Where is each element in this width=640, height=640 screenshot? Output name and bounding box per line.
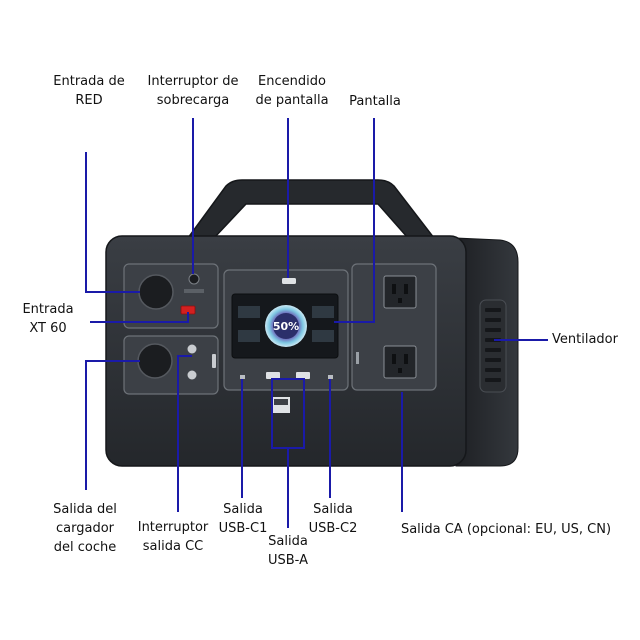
label-entrada-red-line-1: Entrada de: [53, 74, 125, 89]
fan-slot: [485, 328, 501, 332]
fan-slot: [485, 378, 501, 382]
usb-c1-port: [240, 375, 245, 379]
label-ventilador: Ventilador: [552, 330, 638, 349]
label-salida-usb-c1-line-2: USB-C1: [218, 521, 268, 536]
leader-lines: [85, 118, 548, 528]
usb-a-port-1: [266, 372, 280, 379]
screen-power-button: [282, 278, 296, 284]
battery-percent: 50%: [273, 320, 299, 333]
leader-xt60: [90, 312, 189, 323]
label-salida-usb-a-line-1: Salida: [268, 534, 308, 549]
label-entrada-red: Entrada de RED: [40, 72, 138, 110]
label-encendido-pantalla-line-2: de pantalla: [255, 93, 329, 108]
fan-slot: [485, 308, 501, 312]
label-salida-cargador-coche-line-3: del coche: [53, 540, 117, 555]
label-entrada-xt60-line-2: XT 60: [29, 321, 67, 336]
label-entrada-xt60: Entrada XT 60: [10, 300, 86, 338]
label-salida-cargador-coche-line-2: cargador: [56, 521, 114, 536]
leader-cargador-coche: [85, 360, 140, 490]
fan-slot: [485, 318, 501, 322]
label-interruptor-sobrecarga-line-1: Interruptor de: [147, 74, 239, 89]
label-salida-usb-c1-line-1: Salida: [223, 502, 263, 517]
label-salida-ca-line-1: Salida CA (opcional: EU, US, CN): [400, 522, 612, 537]
ac-outlet-top: [383, 275, 417, 309]
label-entrada-xt60-line-1: Entrada: [22, 302, 74, 317]
label-interruptor-sobrecarga: Interruptor de sobrecarga: [136, 72, 250, 110]
label-interruptor-salida-cc: Interruptor salida CC: [126, 518, 220, 556]
label-salida-usb-c2-line-2: USB-C2: [308, 521, 358, 536]
label-ventilador-line-1: Ventilador: [552, 332, 618, 347]
fan-slot: [485, 358, 501, 362]
leader-usb-a: [271, 378, 305, 528]
label-entrada-red-line-2: RED: [75, 93, 103, 108]
label-pantalla: Pantalla: [340, 92, 410, 111]
fan-slot: [485, 348, 501, 352]
leader-pantalla: [334, 118, 375, 323]
label-encendido-pantalla: Encendido de pantalla: [246, 72, 338, 110]
dc-switch-button: [187, 344, 197, 354]
ac-input-socket: [138, 274, 174, 310]
fan-grille: [479, 299, 507, 393]
usb-c2-port: [328, 375, 333, 379]
label-interruptor-sobrecarga-line-2: sobrecarga: [156, 93, 230, 108]
label-salida-ca: Salida CA (opcional: EU, US, CN): [386, 520, 626, 539]
label-pantalla-line-1: Pantalla: [349, 94, 401, 109]
label-salida-cargador-coche: Salida del cargador del coche: [40, 500, 130, 557]
fan-slot: [485, 368, 501, 372]
label-interruptor-salida-cc-line-1: Interruptor: [137, 520, 209, 535]
label-interruptor-salida-cc-line-2: salida CC: [142, 539, 204, 554]
usb-a-port-2: [296, 372, 310, 379]
label-salida-usb-c2-line-1: Salida: [313, 502, 353, 517]
ac-outlet-bottom: [383, 345, 417, 379]
leader-interruptor-cc: [177, 355, 192, 512]
label-salida-cargador-coche-line-1: Salida del: [53, 502, 117, 517]
carry-handle: [186, 179, 436, 239]
leader-entrada-red: [85, 152, 140, 293]
car-charger-socket: [137, 343, 173, 379]
label-encendido-pantalla-line-1: Encendido: [258, 74, 326, 89]
overload-button: [188, 273, 200, 285]
label-salida-usb-a-line-2: USB-A: [268, 553, 308, 568]
